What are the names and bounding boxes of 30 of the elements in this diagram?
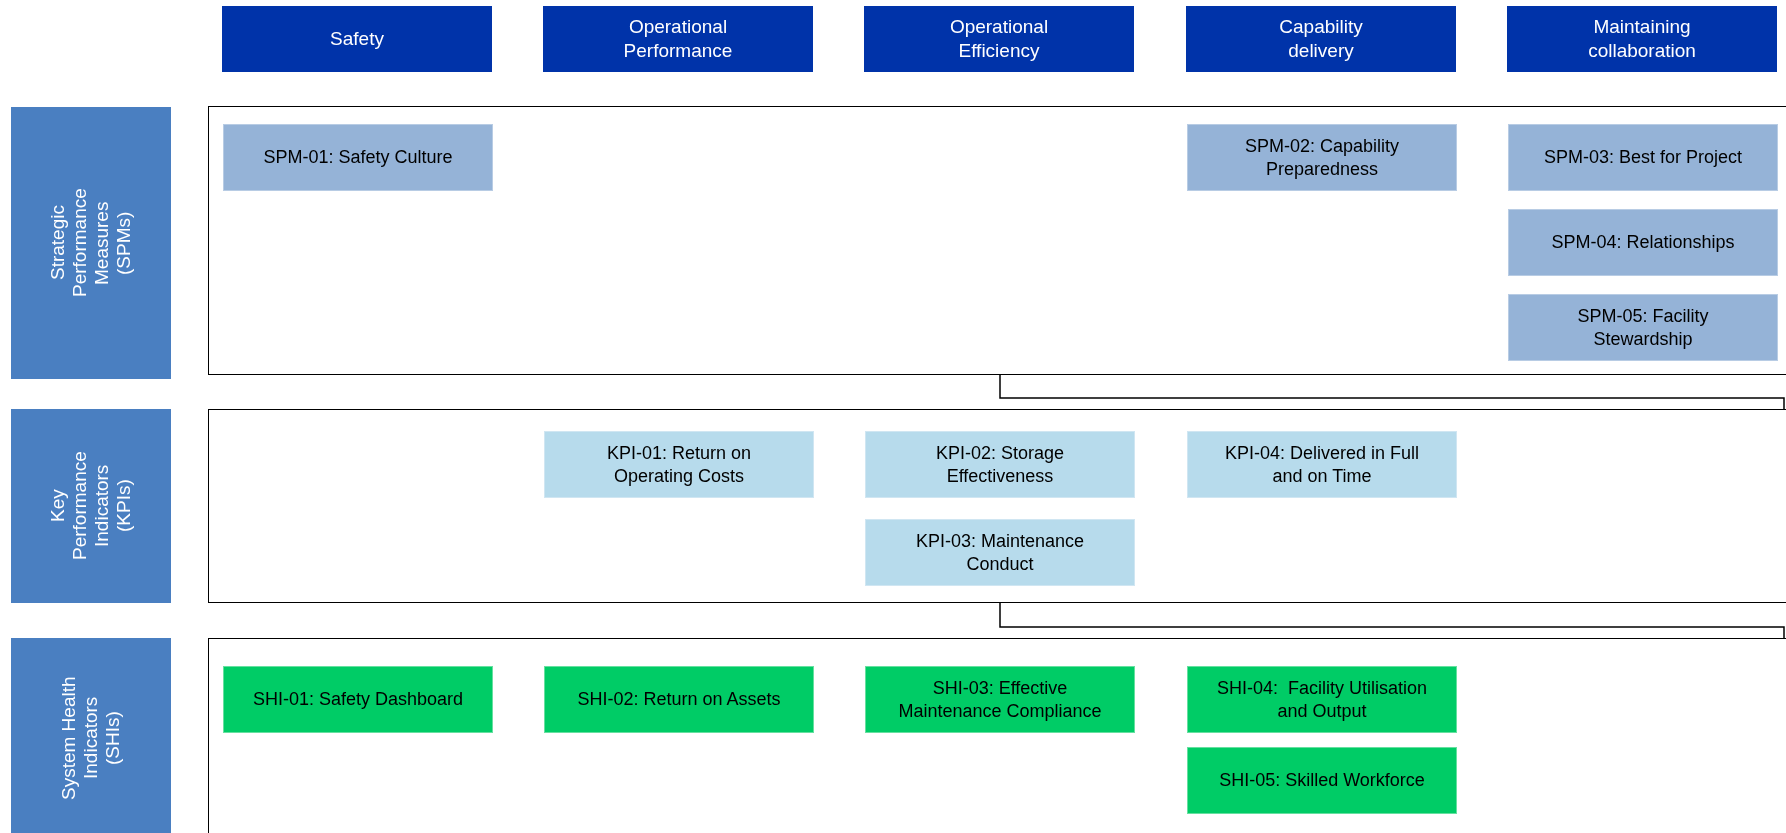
health-card: SHI-04: Facility Utilisation and Output — [1187, 666, 1457, 733]
measure-card: SPM-03: Best for Project — [1508, 124, 1778, 191]
connector-line — [999, 602, 1785, 639]
row-header-band — [11, 107, 171, 379]
health-card: SHI-03: Effective Maintenance Compliance — [865, 666, 1135, 733]
row-header-text: Key Performance Indicators (KPIs) — [47, 450, 135, 563]
group-panel — [208, 409, 1786, 603]
group-panel — [208, 106, 1786, 375]
connector-line — [999, 374, 1785, 410]
measure-card: SPM-01: Safety Culture — [223, 124, 493, 191]
row-header-text: Strategic Performance Measures (SPMs) — [47, 187, 135, 300]
row-header-band — [11, 409, 171, 603]
health-card: SHI-01: Safety Dashboard — [223, 666, 493, 733]
measure-card: SPM-02: Capability Preparedness — [1187, 124, 1457, 191]
indicator-card: KPI-02: Storage Effectiveness — [865, 431, 1135, 498]
measure-card: SPM-05: Facility Stewardship — [1508, 294, 1778, 361]
row-header-text: System Health Indicators (SHIs) — [58, 675, 124, 802]
measure-card: SPM-04: Relationships — [1508, 209, 1778, 276]
column-header: Maintaining collaboration — [1507, 6, 1777, 72]
column-header: Operational Efficiency — [864, 6, 1134, 72]
indicator-card: KPI-04: Delivered in Full and on Time — [1187, 431, 1457, 498]
indicator-card: KPI-01: Return on Operating Costs — [544, 431, 814, 498]
column-header: Capability delivery — [1186, 6, 1456, 72]
health-card: SHI-05: Skilled Workforce — [1187, 747, 1457, 814]
health-card: SHI-02: Return on Assets — [544, 666, 814, 733]
row-header-band — [11, 638, 171, 833]
column-header: Operational Performance — [543, 6, 813, 72]
column-header: Safety — [222, 6, 492, 72]
group-panel — [208, 638, 1786, 833]
indicator-card: KPI-03: Maintenance Conduct — [865, 519, 1135, 586]
